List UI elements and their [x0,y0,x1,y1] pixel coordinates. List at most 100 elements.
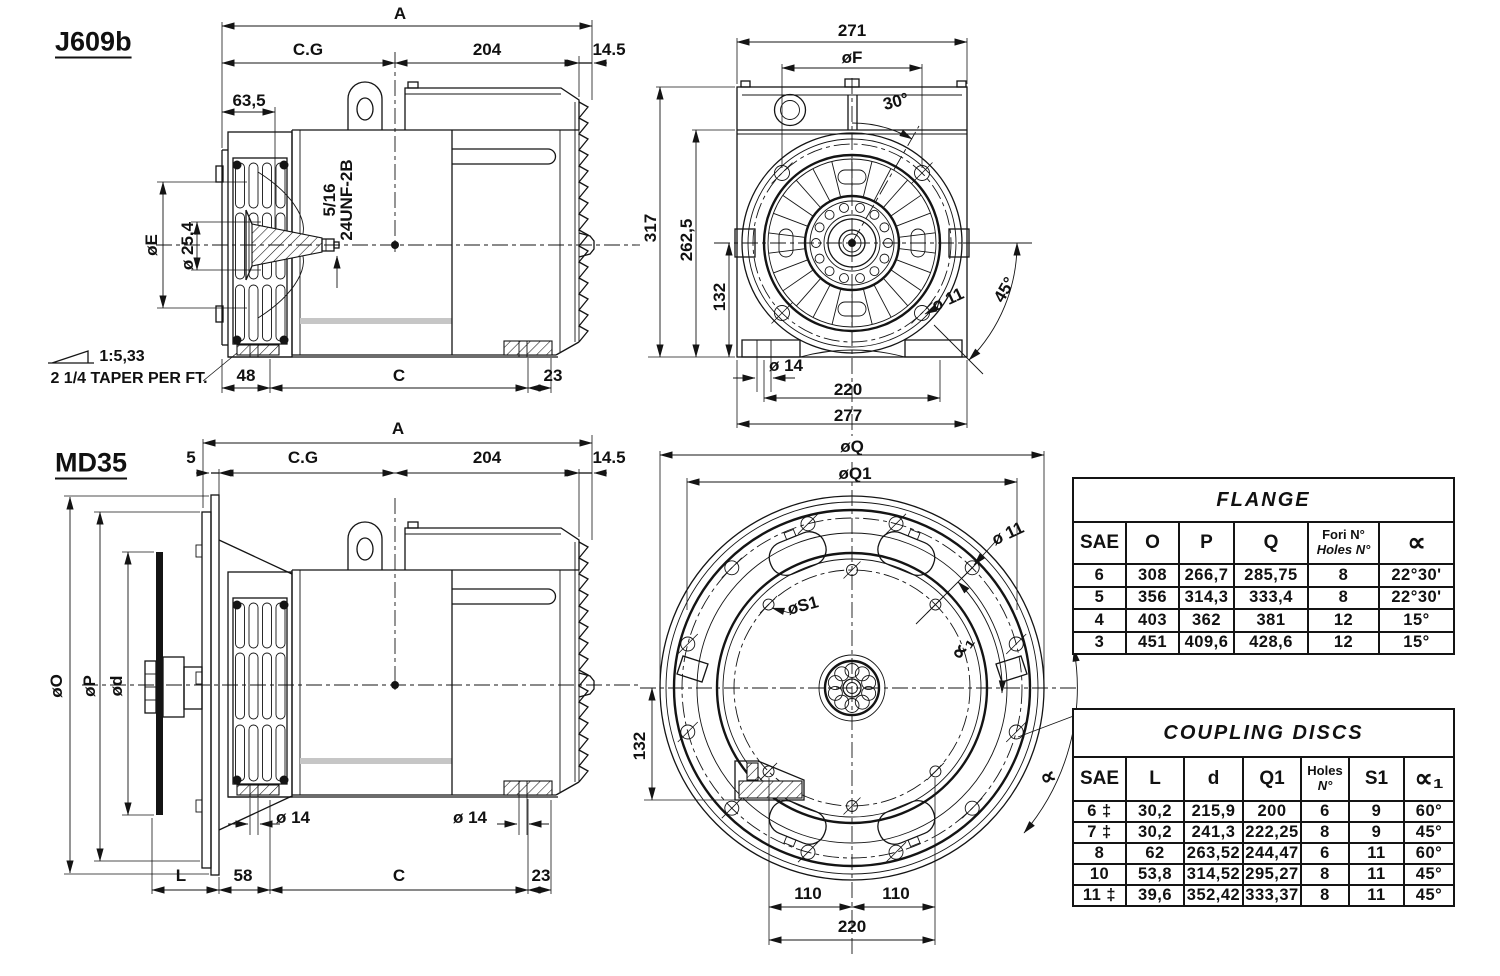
column-header: SAE [1072,521,1127,565]
table-cell: 3 [1072,630,1127,655]
dimension-label: C.G [287,448,319,467]
drawing-title-j609b: J609b [55,26,132,57]
table-cell: 15° [1378,630,1455,655]
dimension-label: 2 1/4 TAPER PER FT. [50,370,208,387]
column-header: ∝₁ [1403,756,1455,802]
column-header: S1 [1348,756,1405,802]
table-cell: 381 [1233,608,1309,633]
table-cell: 6 [1072,563,1127,588]
dimension-label: 220 [833,380,863,399]
table-cell: 362 [1178,608,1235,633]
dimension-label: øF [841,48,863,67]
table-cell: 222,25 [1242,821,1302,844]
table-cell: 30,2 [1125,821,1185,844]
dimension-label: 24UNF-2B [337,159,356,241]
dimension-label: ø 25,4 [178,221,197,271]
table-cell: 11 [1348,842,1405,865]
taper-ratio-icon [48,350,94,364]
dimension-label: C [392,366,406,385]
dimension-label: øQ1 [838,464,872,483]
table-cell: 333,4 [1233,585,1309,610]
column-header: ∝ [1378,521,1455,565]
table-cell: 39,6 [1125,884,1185,907]
dimension-label: ø 14 [452,808,488,827]
dimension-label: 14.5 [592,448,626,467]
dimension-label: C.G [292,40,324,59]
table-cell: 403 [1125,608,1180,633]
table-cell: 8 [1072,842,1127,865]
dimension-label: C [392,866,406,885]
table-cell: 22°30' [1378,585,1455,610]
column-header: d [1183,756,1244,802]
table-cell: 9 [1348,821,1405,844]
dimension-label: 110 [794,884,822,903]
dimension-label: øP [80,675,99,697]
dimension-label: 1:5,33 [99,348,145,365]
table-cell: 333,37 [1242,884,1302,907]
table-cell: 7 ‡ [1072,821,1127,844]
dimension-label: 110 [882,884,910,903]
table-cell: 45° [1403,821,1455,844]
table-cell: 60° [1403,800,1455,823]
table-cell: 45° [1403,884,1455,907]
table-cell: 451 [1125,630,1180,655]
column-header: Q1 [1242,756,1302,802]
dimension-label: 58 [233,866,253,885]
dimension-label: 204 [472,40,502,59]
dimension-label: L [175,866,187,885]
table-cell: 352,42 [1183,884,1244,907]
table-cell: 200 [1242,800,1302,823]
column-header: Fori N°Holes N° [1307,521,1380,565]
table-title: COUPLING DISCS [1072,708,1455,758]
table-cell: 8 [1307,585,1380,610]
dimension-label: ø 14 [768,356,804,375]
dimension-label: øO [47,674,66,698]
dimension-label: 271 [837,21,867,40]
table-cell: 8 [1300,863,1350,886]
table-cell: 215,9 [1183,800,1244,823]
md35-flange-view [640,451,1093,955]
dimension-label: øE [142,234,161,256]
dimension-label: A [391,419,405,438]
table-cell: 244,47 [1242,842,1302,865]
table-cell: 8 [1307,563,1380,588]
table-cell: 409,6 [1178,630,1235,655]
dimension-label: 132 [630,731,649,761]
table-cell: 8 [1300,884,1350,907]
column-header: L [1125,756,1185,802]
drawing-title-md35: MD35 [55,447,128,478]
table-cell: 22°30' [1378,563,1455,588]
table-cell: 11 ‡ [1072,884,1127,907]
dimension-label: 5 [186,448,196,467]
dimension-label: 63,5 [232,91,266,110]
center-of-gravity-marker [391,241,399,249]
dimension-label: 220 [837,917,867,936]
dimension-label: ød [107,675,126,697]
table-cell: 241,3 [1183,821,1244,844]
table-cell: 62 [1125,842,1185,865]
table-cell: 263,52 [1183,842,1244,865]
column-header: O [1125,521,1180,565]
table-cell: 6 ‡ [1072,800,1127,823]
table-cell: 11 [1348,863,1405,886]
table-cell: 60° [1403,842,1455,865]
dimension-label: 14.5 [592,40,626,59]
dimension-label: 48 [236,366,256,385]
dimension-label: ø 14 [275,808,311,827]
dimension-label: 23 [531,866,551,885]
column-header: Q [1233,521,1309,565]
table-cell: 4 [1072,608,1127,633]
dimension-label: øQ [840,437,864,456]
table-title: FLANGE [1072,477,1455,523]
j609b-side-view [48,20,640,393]
